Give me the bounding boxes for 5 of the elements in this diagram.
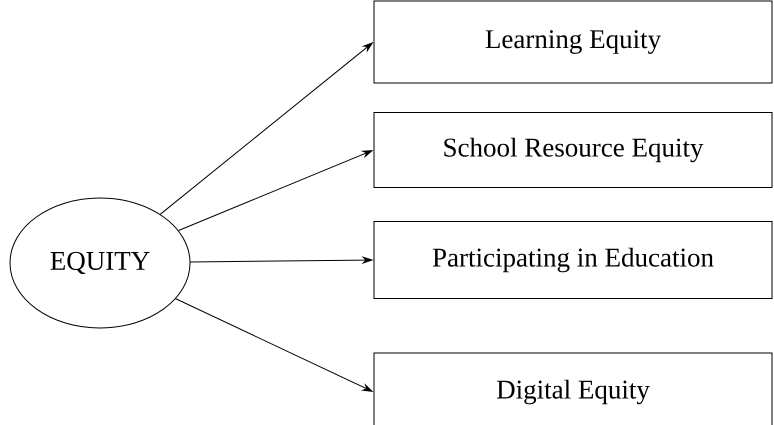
text-box: School Resource Equity (374, 112, 772, 188)
text-box: Participating in Education (374, 221, 772, 299)
text-box: Digital Equity (374, 352, 772, 425)
ellipse-node: EQUITY (10, 197, 190, 328)
text-box: Learning Equity (374, 0, 772, 84)
